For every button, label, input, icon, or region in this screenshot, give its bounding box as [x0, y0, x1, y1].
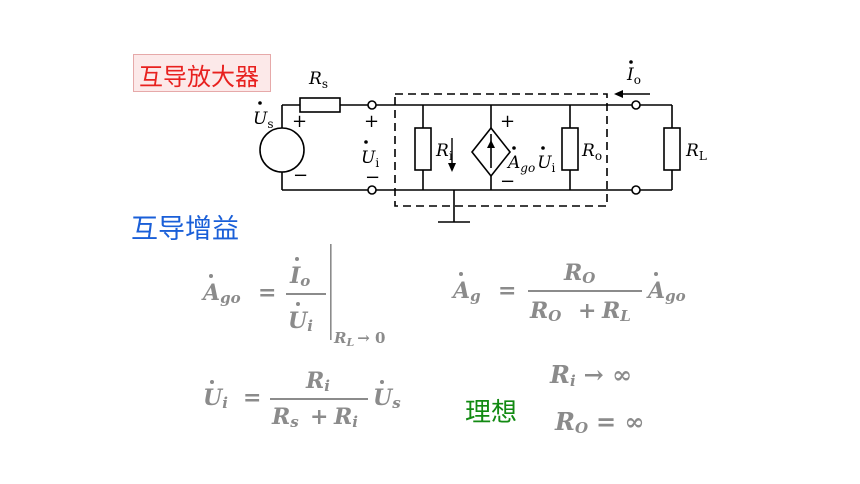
ideal-ro: RO= ∞	[554, 407, 645, 437]
formula-ui-lhs: Ui	[203, 385, 228, 412]
dot-ag-lhs	[459, 272, 463, 276]
title-box	[133, 54, 271, 92]
formula-us-rhs: Us	[373, 385, 401, 412]
dot-us	[258, 101, 262, 105]
ro-resistor	[561, 127, 579, 171]
rl-label: RL	[685, 141, 707, 163]
formula-ro-num: RO	[563, 260, 595, 287]
input-minus: −	[365, 167, 380, 188]
gain-heading: 互导增益	[131, 214, 239, 245]
current-arrow-down	[448, 138, 456, 172]
ui-label: Ui	[361, 148, 379, 170]
formula-ag-lhs: Ag	[451, 278, 481, 305]
circuit-diagram	[281, 93, 673, 223]
source-plus: +	[292, 111, 307, 132]
formula-ago-rhs: Ago	[646, 278, 686, 305]
dot-ago-lhs	[209, 274, 213, 278]
us-label: Us	[253, 109, 274, 131]
dot-ui-lhs	[210, 380, 214, 384]
ri-resistor	[414, 127, 432, 171]
formula-rs-den: Rs	[271, 404, 299, 431]
ideal-ri: Ri→ ∞	[549, 360, 632, 390]
formula-ago-lhs: Ago	[201, 280, 241, 307]
dot-io-num	[295, 257, 299, 261]
terminals	[367, 100, 641, 195]
ro-label: Ro	[581, 141, 602, 163]
input-plus: +	[364, 111, 379, 132]
io-label: Io	[626, 65, 641, 87]
formula-plus-2: +	[310, 404, 328, 430]
page-title: 互导放大器	[139, 63, 259, 91]
source-minus: −	[293, 165, 308, 186]
fraction-bar-2	[528, 290, 642, 292]
rs-resistor	[299, 97, 341, 113]
dep-minus: −	[500, 171, 515, 192]
dot-ago-rhs	[654, 272, 658, 276]
dot-ago	[512, 146, 516, 150]
eval-bar	[330, 244, 332, 340]
io-arrow	[614, 90, 650, 98]
formula-condition: RL→ 0	[333, 329, 385, 349]
formula-ui-den: Ui	[288, 308, 313, 335]
fraction-bar-3	[270, 398, 368, 400]
formula-plus-1: +	[578, 298, 596, 324]
ideal-label: 理想	[465, 398, 518, 428]
dot-us-rhs	[380, 380, 384, 384]
formula-eq-3: =	[243, 385, 261, 411]
formula-io-num: Io	[289, 263, 310, 290]
formula-rl-den: RL	[601, 298, 631, 325]
dot-ui	[364, 140, 368, 144]
dot-ui-den	[296, 302, 300, 306]
voltage-source	[259, 127, 305, 173]
dep-plus: +	[500, 111, 515, 132]
dependent-source-arrow	[487, 134, 495, 168]
formula-ri-den: Ri	[333, 404, 358, 431]
fraction-bar-1	[286, 293, 326, 295]
formula-ri-num: Ri	[305, 368, 330, 395]
formula-eq-1: =	[258, 280, 276, 306]
formula-ro-den: RO	[529, 298, 561, 325]
dot-io	[629, 60, 633, 64]
dot-ui2	[541, 146, 545, 150]
rl-resistor	[663, 127, 681, 171]
formula-eq-2: =	[498, 278, 516, 304]
ri-label: Ri	[435, 141, 453, 163]
rs-label: Rs	[308, 69, 328, 91]
